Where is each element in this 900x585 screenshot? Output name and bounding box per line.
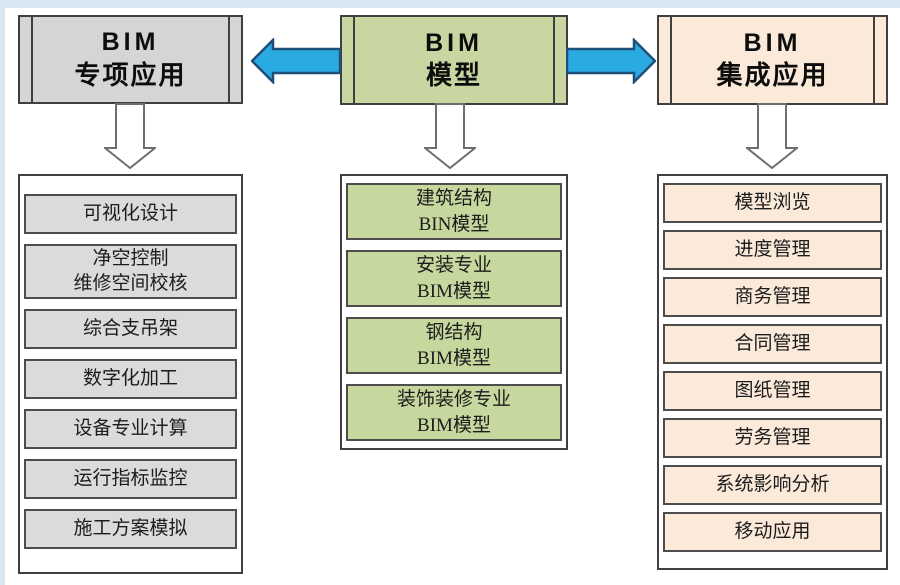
list-item: 图纸管理 [663,371,882,411]
list-item: 劳务管理 [663,418,882,458]
list-item: 施工方案模拟 [24,509,237,549]
list-item: 综合支吊架 [24,309,237,349]
header-inner-line [553,17,555,103]
header-line1: BIM [425,28,483,57]
down-arrow-icon [746,103,798,169]
list-item: 净空控制维修空间校核 [24,244,237,299]
list-item: 安装专业 BIM模型 [346,250,562,307]
list-item: 数字化加工 [24,359,237,399]
header-inner-line [873,17,875,103]
list-item: 钢结构 BIM模型 [346,317,562,374]
list-item-line: 可视化设计 [82,203,178,225]
arrow-left-icon [251,38,341,84]
header-line1: BIM [101,28,160,57]
list-item-line: 安装专业 [415,254,492,276]
header-bim-integrated-applications: BIM 集成应用 [657,15,888,105]
list-item: 商务管理 [663,277,882,317]
list-item-line: 数字化加工 [82,368,178,390]
list-item-line: 维修空间校核 [73,272,188,294]
list-item-line: 劳务管理 [734,427,811,449]
list-item-line: 综合支吊架 [82,318,178,340]
list-item-line: 钢结构 [425,321,483,343]
header-line2: 专项应用 [74,59,187,90]
list-item-line: 系统影响分析 [715,474,830,496]
list-item-line: 运行指标监控 [73,468,188,490]
list-item-line: BIM模型 [417,347,491,369]
list-item: 运行指标监控 [24,459,237,499]
header-inner-line [670,17,672,103]
list-special-applications: 可视化设计净空控制维修空间校核综合支吊架数字化加工设备专业计算运行指标监控施工方… [18,174,243,574]
header-title: BIM 专项应用 [74,26,186,92]
header-title: BIM 模型 [425,27,483,93]
list-item: 建筑结构 BIN模型 [346,183,562,240]
down-arrow-icon [424,103,476,169]
header-line1: BIM [743,28,802,57]
header-inner-line [228,17,230,102]
header-line2: 集成应用 [716,60,829,91]
list-item: 可视化设计 [24,194,237,234]
list-integrated-applications: 模型浏览进度管理商务管理合同管理图纸管理劳务管理系统影响分析移动应用 [657,174,888,570]
list-item-line: 图纸管理 [734,380,811,402]
page-edge-top [0,0,900,8]
list-item: 移动应用 [663,512,882,552]
list-item: 进度管理 [663,230,882,270]
list-item: 设备专业计算 [24,409,237,449]
list-item-line: 移动应用 [734,521,811,543]
list-item-line: 装饰装修专业 [396,388,511,410]
header-title: BIM 集成应用 [716,27,828,93]
header-line2: 模型 [425,60,482,91]
list-item-line: 合同管理 [734,333,811,355]
list-item-line: 施工方案模拟 [73,518,188,540]
list-item: 装饰装修专业 BIM模型 [346,384,562,441]
list-item-line: 设备专业计算 [73,418,188,440]
list-item: 系统影响分析 [663,465,882,505]
list-item-line: BIM模型 [417,280,491,302]
header-inner-line [31,17,33,102]
header-bim-special-applications: BIM 专项应用 [18,15,243,104]
list-item-line: 商务管理 [734,286,811,308]
down-arrow-icon [104,103,156,169]
header-inner-line [353,17,355,103]
arrow-right-icon [566,38,656,84]
list-item-line: 净空控制 [92,247,169,269]
list-item-line: 模型浏览 [734,192,811,214]
header-bim-model: BIM 模型 [340,15,568,105]
page-edge-left [0,0,5,585]
list-item-line: 建筑结构 [415,187,492,209]
list-item-line: BIN模型 [418,213,490,235]
list-item-line: 进度管理 [734,239,811,261]
list-item-line: BIM模型 [417,414,491,436]
list-item: 合同管理 [663,324,882,364]
list-item: 模型浏览 [663,183,882,223]
